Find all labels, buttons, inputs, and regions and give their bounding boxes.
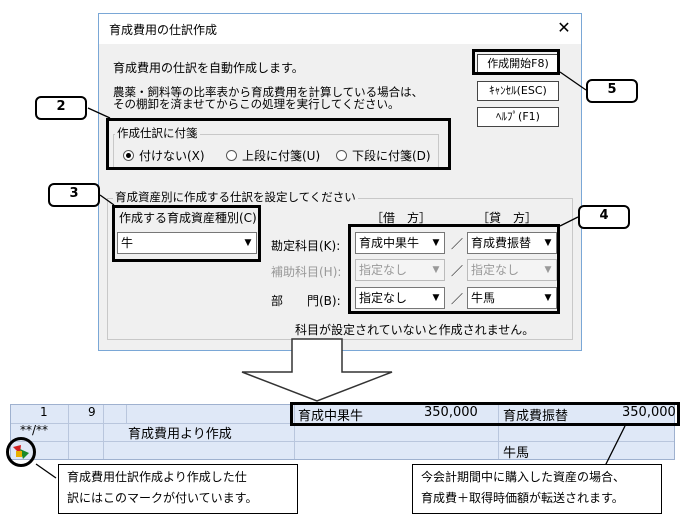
tag-mark-note: 育成費用仕訳作成より作成した仕 訳にはこのマークが付いています。 — [58, 464, 298, 514]
debit-sub-account-select[interactable]: 指定なし ▼ — [355, 259, 445, 281]
callout-2: 2 — [35, 96, 87, 120]
journal-row1-col2: 9 — [88, 405, 96, 419]
down-arrow-icon — [241, 338, 393, 402]
chevron-down-icon: ▼ — [244, 238, 252, 248]
highlight-journal-row — [290, 402, 680, 426]
callout-3: 3 — [48, 183, 100, 207]
chevron-down-icon: ▼ — [544, 238, 552, 248]
callout-4: 4 — [578, 205, 630, 229]
radio-upper-tag-label: 上段に付箋(U) — [242, 149, 321, 163]
credit-department-select[interactable]: 牛馬 ▼ — [467, 287, 557, 309]
dialog-title: 育成費用の仕訳作成 — [109, 23, 218, 37]
debit-department-value: 指定なし — [359, 291, 408, 305]
col-divider — [103, 405, 104, 459]
credit-sub-account-value: 指定なし — [471, 263, 520, 277]
instruction-line-1: 農薬・飼料等の比率表から育成費用を計算している場合は、 — [113, 85, 424, 99]
asset-kind-value: 牛 — [121, 236, 134, 250]
transfer-note-line-1: 今会計期間中に購入した資産の場合、 — [421, 470, 626, 484]
tag-mark-icon — [13, 445, 29, 459]
row-divider — [11, 441, 674, 442]
journal-credit-account: 育成費振替 — [503, 409, 569, 424]
debit-account-value: 育成中果牛 — [359, 236, 420, 250]
col-divider — [68, 405, 69, 459]
debit-header: ［借 方］ — [371, 211, 432, 225]
col-divider — [126, 405, 127, 423]
highlight-asset-kind — [112, 205, 261, 262]
transfer-note: 今会計期間中に購入した資産の場合、 育成費＋取得時価額が転送されます。 — [412, 464, 662, 514]
highlight-tag-group — [106, 118, 451, 170]
credit-account-select[interactable]: 育成費振替 ▼ — [467, 232, 557, 254]
journal-row2-date: **/** — [20, 423, 49, 437]
radio-lower-tag[interactable] — [336, 150, 347, 161]
chevron-down-icon: ▼ — [432, 265, 440, 275]
chevron-down-icon: ▼ — [432, 293, 440, 303]
instruction-line-2: その棚卸を済ませてからこの処理を実行してください。 — [113, 97, 400, 111]
slash-separator: ／ — [451, 237, 464, 251]
credit-account-value: 育成費振替 — [471, 236, 532, 250]
journal-credit-amount: 350,000 — [622, 405, 676, 420]
chevron-down-icon: ▼ — [544, 293, 552, 303]
highlight-start-button — [472, 49, 560, 75]
tag-mark-note-line-1: 育成費用仕訳作成より作成した仕 — [67, 470, 247, 484]
asset-kind-select[interactable]: 牛 ▼ — [117, 232, 257, 254]
chevron-down-icon: ▼ — [544, 265, 552, 275]
journal-debit-account: 育成中果牛 — [298, 409, 364, 424]
journal-creation-dialog: 育成費用の仕訳作成 ✕ 育成費用の仕訳を自動作成します。 農薬・飼料等の比率表か… — [98, 13, 582, 351]
tag-group-label: 作成仕訳に付箋 — [115, 125, 200, 141]
transfer-note-line-2: 育成費＋取得時価額が転送されます。 — [421, 491, 624, 505]
title-bar: 育成費用の仕訳作成 ✕ — [99, 14, 581, 44]
asset-kind-label: 作成する育成資産種別(C): — [119, 211, 261, 225]
debit-sub-account-value: 指定なし — [359, 263, 408, 277]
slash-separator: ／ — [451, 264, 464, 278]
sub-account-label: 補助科目(H): — [271, 265, 342, 279]
radio-lower-tag-label: 下段に付箋(D) — [352, 149, 431, 163]
debit-account-select[interactable]: 育成中果牛 ▼ — [355, 232, 445, 254]
tag-mark-note-line-2: 訳にはこのマークが付いています。 — [67, 491, 258, 505]
cancel-button[interactable]: ｷｬﾝｾﾙ(ESC) — [477, 81, 559, 101]
credit-sub-account-select[interactable]: 指定なし ▼ — [467, 259, 557, 281]
callout-5: 5 — [586, 79, 638, 103]
col-divider — [498, 405, 499, 459]
slash-separator: ／ — [451, 292, 464, 306]
credit-department-value: 牛馬 — [471, 291, 496, 305]
col-divider — [294, 405, 295, 459]
account-label: 勘定科目(K): — [271, 239, 341, 253]
radio-no-tag[interactable] — [123, 150, 134, 161]
journal-memo: 育成費用より作成 — [128, 427, 232, 442]
department-label: 部 門(B): — [271, 294, 341, 308]
journal-debit-amount: 350,000 — [424, 405, 478, 420]
journal-row1-col1: 1 — [40, 405, 48, 419]
footer-note: 科目が設定されていないと作成されません。 — [295, 323, 535, 337]
highlight-tag-mark — [6, 437, 36, 467]
radio-upper-tag[interactable] — [226, 150, 237, 161]
intro-text: 育成費用の仕訳を自動作成します。 — [113, 61, 304, 75]
debit-department-select[interactable]: 指定なし ▼ — [355, 287, 445, 309]
journal-credit-dept: 牛馬 — [503, 446, 530, 461]
asset-group-label: 育成資産別に作成する仕訳を設定してください — [113, 189, 358, 205]
radio-no-tag-label: 付けない(X) — [139, 149, 205, 163]
close-icon[interactable]: ✕ — [557, 18, 571, 37]
chevron-down-icon: ▼ — [432, 238, 440, 248]
credit-header: ［貸 方］ — [477, 211, 538, 225]
instruction-text: 農薬・飼料等の比率表から育成費用を計算している場合は、 その棚卸を済ませてからこ… — [113, 86, 423, 110]
help-button[interactable]: ﾍﾙﾌﾟ(F1) — [477, 107, 559, 127]
highlight-accounts — [348, 224, 560, 314]
